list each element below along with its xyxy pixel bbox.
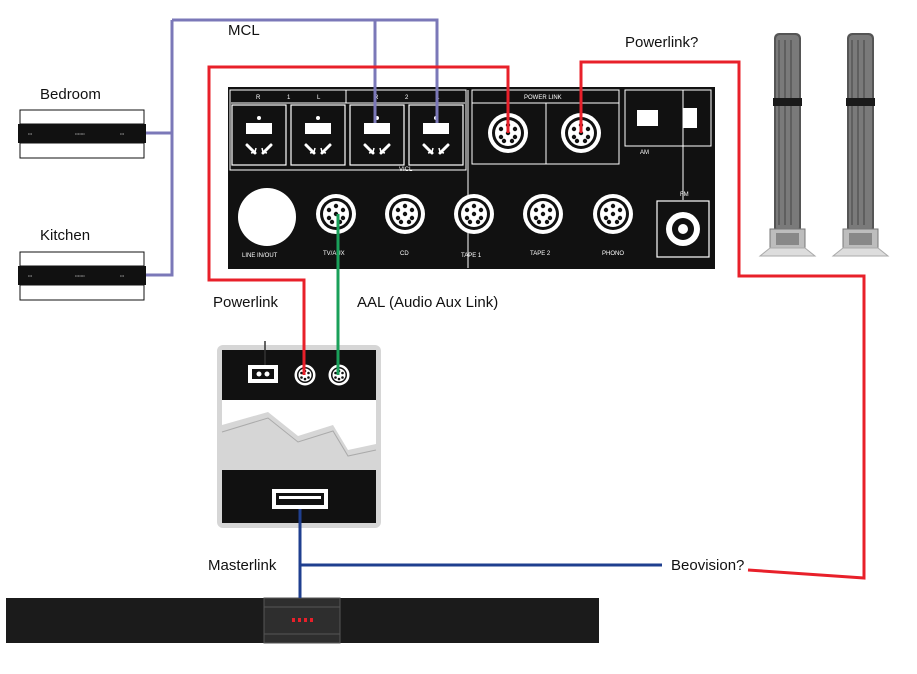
kitchen-label: Kitchen xyxy=(40,227,90,244)
am-label: AM xyxy=(640,150,649,156)
line-in-out-label: LINE IN/OUT xyxy=(242,253,278,259)
powerlink-question-label: Powerlink? xyxy=(625,34,698,51)
fm-label: FM xyxy=(680,192,689,198)
svg-text:•••: ••• xyxy=(28,131,33,136)
tv-aux-label: TV/AUX xyxy=(323,251,345,257)
amplifier-rear-panel: R 1 L R 2 L VICL POWER LINK AM FM xyxy=(228,87,715,269)
din-socket-icon xyxy=(523,194,563,234)
tape1-label: TAPE 1 xyxy=(461,253,482,259)
din-socket-icon xyxy=(316,194,356,234)
svg-text:•••••••: ••••••• xyxy=(75,273,85,278)
power-link-label: POWER LINK xyxy=(524,95,562,101)
masterlink-label: Masterlink xyxy=(208,557,277,574)
svg-text:•••: ••• xyxy=(120,273,125,278)
svg-text:•••: ••• xyxy=(28,273,33,278)
mcl-label: MCL xyxy=(228,22,260,39)
beovision-question-label: Beovision? xyxy=(671,557,744,574)
base-device-bar xyxy=(6,597,599,644)
speaker-terminal-icon xyxy=(230,103,288,167)
terminal-label-1: 1 xyxy=(287,95,291,101)
din-socket-icon xyxy=(454,194,494,234)
cd-label: CD xyxy=(400,251,409,257)
svg-text:•••••••: ••••••• xyxy=(75,131,85,136)
tape2-label: TAPE 2 xyxy=(530,251,551,257)
led-display-icon xyxy=(292,618,313,622)
mcl-connection xyxy=(146,18,439,277)
vicl-label: VICL xyxy=(399,167,413,173)
terminal-label-l1: L xyxy=(317,95,321,101)
speaker-terminal-icon xyxy=(289,103,347,167)
coax-antenna-icon xyxy=(666,212,700,246)
masterlink-connection xyxy=(298,509,662,598)
line-in-out-socket xyxy=(238,188,296,246)
phono-label: PHONO xyxy=(602,251,624,257)
bedroom-label: Bedroom xyxy=(40,86,101,103)
svg-text:•••: ••• xyxy=(120,131,125,136)
kitchen-link-unit: ••• ••••••• ••• xyxy=(18,251,146,301)
aal-label: AAL (Audio Aux Link) xyxy=(357,294,498,311)
din-socket-icon xyxy=(593,194,633,234)
powerlink-connection xyxy=(207,60,866,580)
din-socket-icon xyxy=(385,194,425,234)
tower-speaker-left xyxy=(758,33,817,257)
speaker-terminal-icon xyxy=(348,103,406,167)
masterlink-converter-box xyxy=(217,341,381,528)
bedroom-link-unit: ••• ••••••• ••• xyxy=(18,109,146,159)
terminal-label-2: 2 xyxy=(405,95,409,101)
rj45-port-icon xyxy=(272,489,328,509)
tower-speaker-right xyxy=(831,33,890,257)
powerlink-label: Powerlink xyxy=(213,294,279,311)
terminal-label-r1: R xyxy=(256,95,261,101)
